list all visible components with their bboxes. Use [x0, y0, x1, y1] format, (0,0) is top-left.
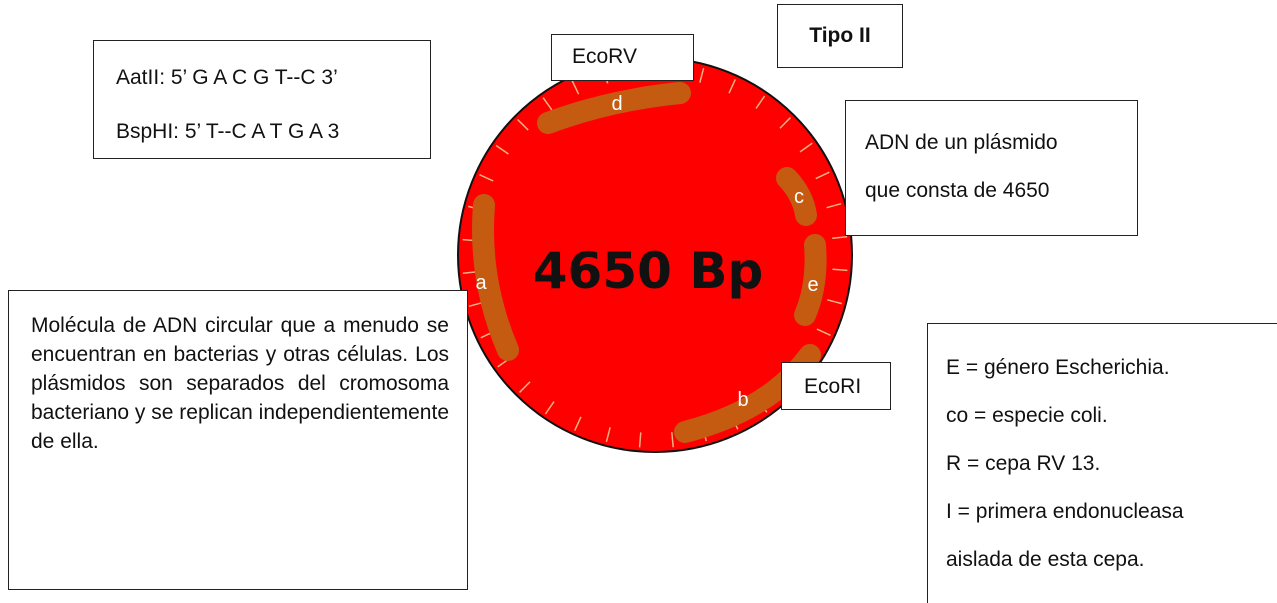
- ecori-expl-line5: aislada de esta cepa.: [946, 548, 1145, 571]
- tick-mark: [479, 174, 494, 182]
- tick-mark: [699, 68, 705, 83]
- plasmid-size-label: 4650 Bp: [533, 242, 763, 300]
- tick-mark: [799, 142, 813, 153]
- fragment-a: [472, 194, 519, 361]
- plasmid-description-box: ADN de un plásmido que consta de 4650: [845, 100, 1138, 236]
- ecori-expl-line2: co = especie coli.: [946, 404, 1108, 427]
- plasmid-description-line1: ADN de un plásmido: [865, 131, 1058, 154]
- ecori-explanation-box: E = género Escherichia. co = especie col…: [927, 323, 1277, 603]
- tick-mark: [832, 236, 848, 239]
- tick-mark: [517, 118, 529, 131]
- tick-mark: [827, 299, 842, 305]
- tick-mark: [815, 171, 830, 180]
- fragment-e: [794, 234, 827, 326]
- fragment-c: [776, 167, 817, 226]
- enzyme-sequences-box: AatII: 5’ G A C G T--C 3’ BspHI: 5’ T--C…: [93, 40, 431, 159]
- tick-mark: [816, 328, 831, 336]
- tick-mark: [832, 268, 848, 272]
- fragment-label-d: d: [611, 93, 622, 115]
- tick-mark: [779, 117, 792, 129]
- aatii-sequence: AatII: 5’ G A C G T--C 3’: [116, 66, 338, 89]
- fragment-label-b: b: [737, 389, 748, 411]
- fragment-label-a: a: [475, 272, 487, 294]
- tick-mark: [571, 80, 580, 95]
- ecorv-label: EcoRV: [551, 34, 694, 81]
- tick-marks: [462, 62, 848, 448]
- tick-mark: [495, 144, 509, 155]
- tick-mark: [544, 401, 555, 415]
- ecori-expl-line1: E = género Escherichia.: [946, 356, 1170, 379]
- bsphi-sequence: BspHI: 5’ T--C A T G A 3: [116, 120, 340, 143]
- tick-mark: [755, 95, 766, 109]
- molecule-description-text: Molécula de ADN circular que a menudo se…: [31, 314, 449, 453]
- tick-mark: [518, 381, 531, 393]
- tick-mark: [728, 79, 736, 94]
- fragment-label-c: c: [794, 186, 804, 208]
- ecori-label: EcoRI: [781, 362, 891, 410]
- ecori-expl-line4: I = primera endonucleasa: [946, 500, 1184, 523]
- tick-mark: [671, 432, 674, 448]
- fragment-d: [537, 82, 691, 134]
- fragment-label-e: e: [807, 274, 818, 296]
- tick-mark: [605, 427, 611, 442]
- molecule-description-box: Molécula de ADN circular que a menudo se…: [8, 290, 468, 590]
- tipo-box: Tipo II: [777, 4, 903, 68]
- tick-mark: [574, 416, 582, 431]
- tipo-label: Tipo II: [809, 24, 871, 47]
- tick-mark: [826, 202, 842, 209]
- tick-mark: [542, 97, 553, 111]
- ecori-expl-line3: R = cepa RV 13.: [946, 452, 1101, 475]
- tick-mark: [638, 432, 642, 448]
- plasmid-description-line2: que consta de 4650: [865, 179, 1050, 202]
